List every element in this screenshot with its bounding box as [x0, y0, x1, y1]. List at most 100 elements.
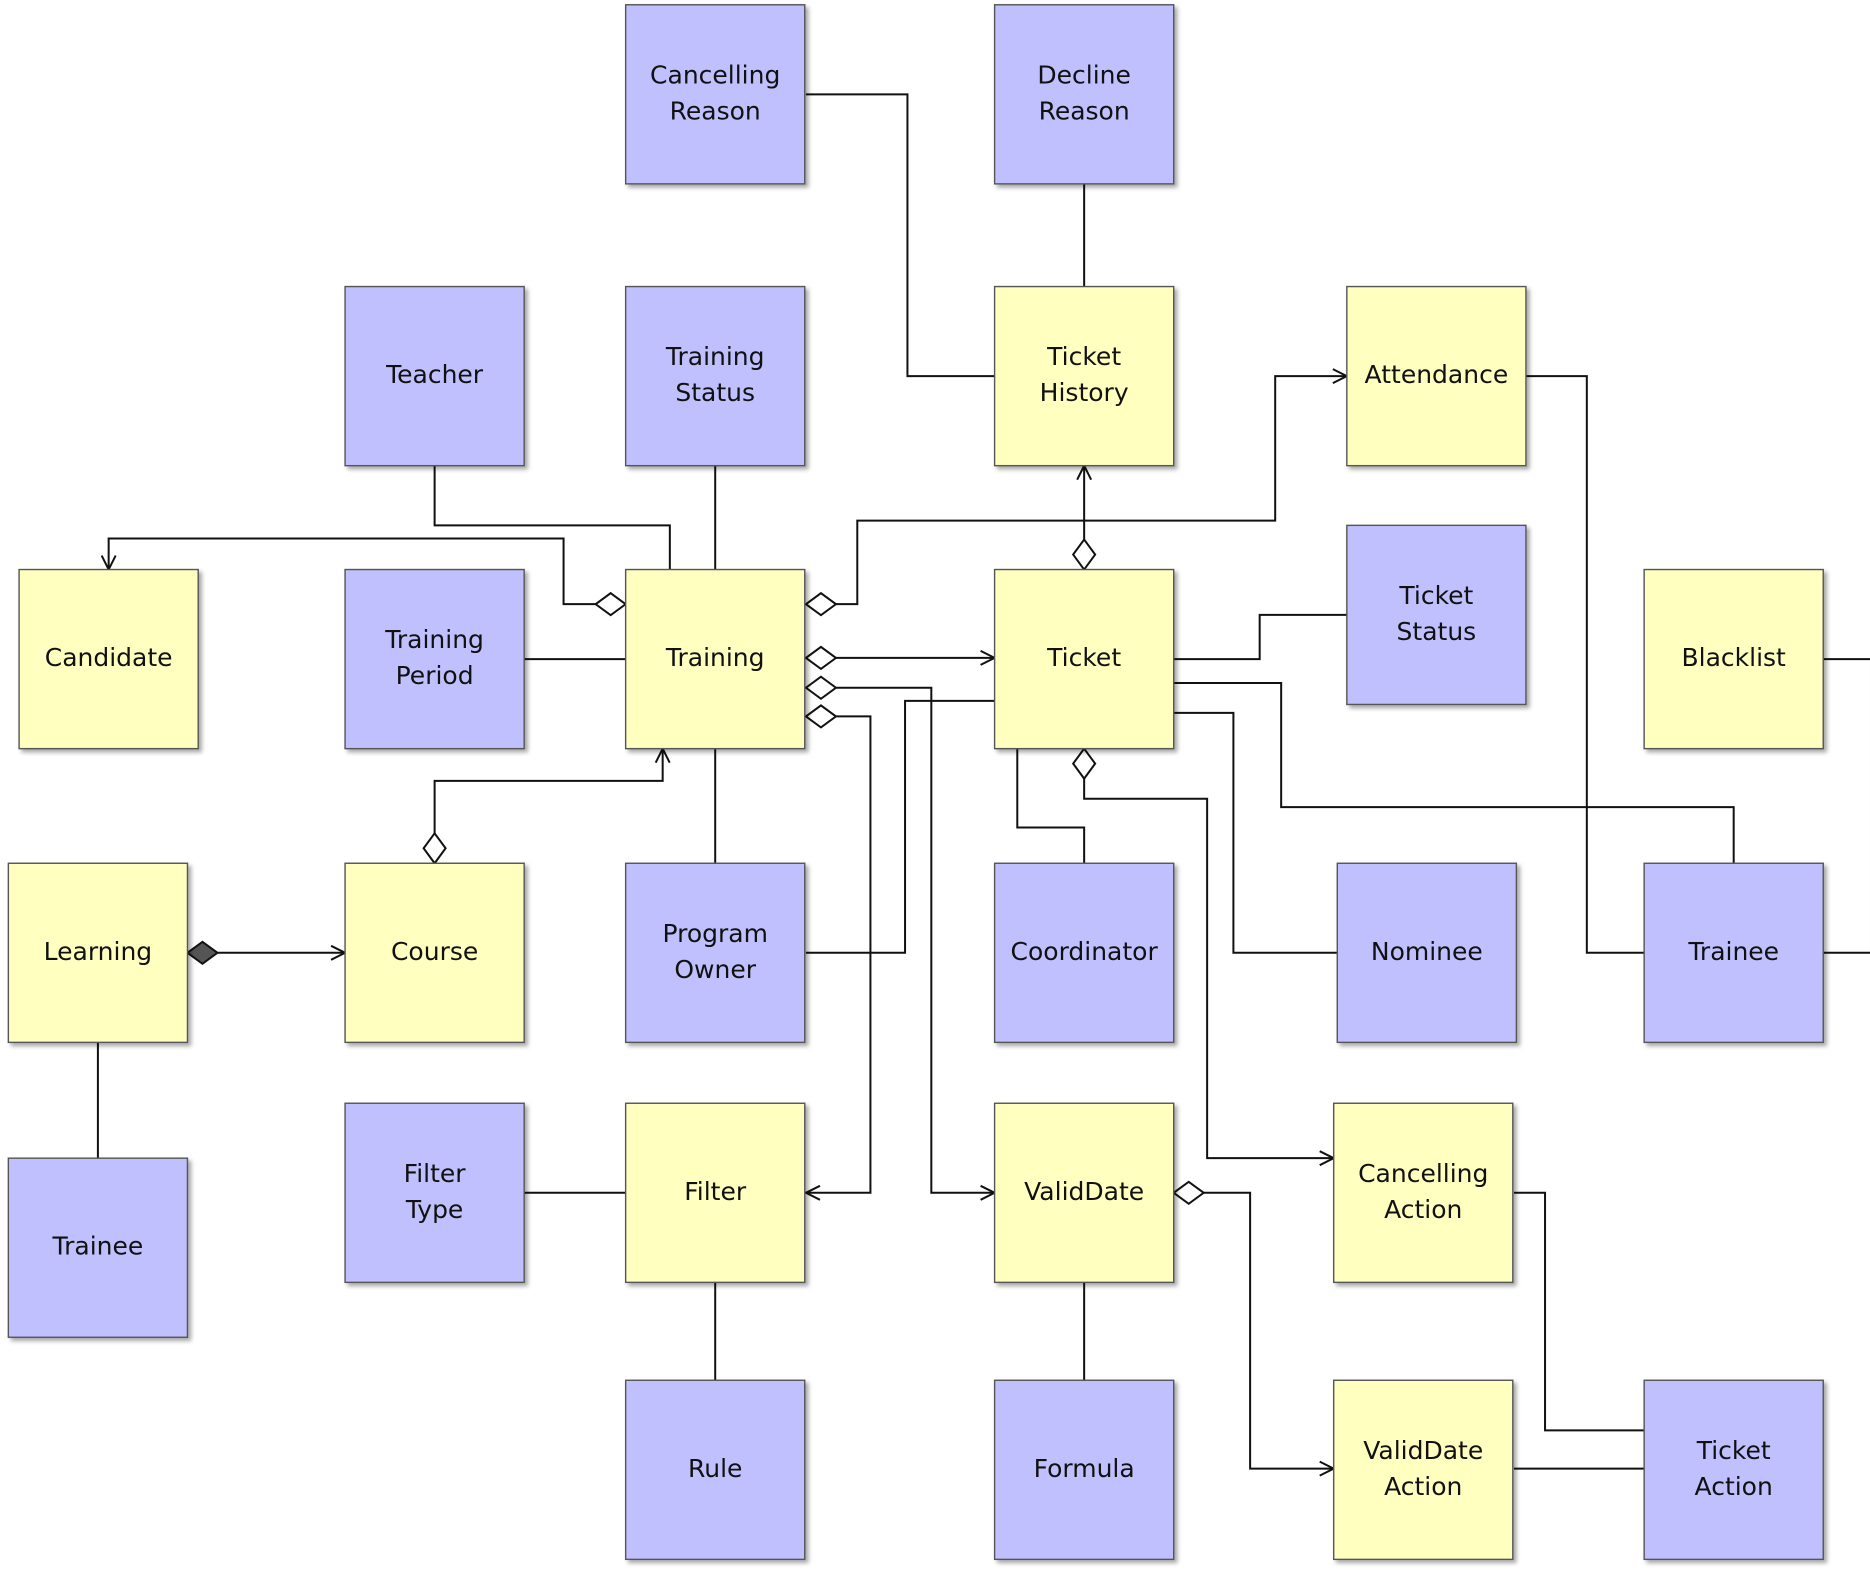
class-box-filter[interactable]: Filter	[624, 1102, 806, 1284]
edge-training-candidate	[100, 537, 628, 617]
class-box-training-status-shape	[624, 285, 806, 467]
class-label-course: Course	[391, 937, 478, 966]
edge-teacher-training-line	[433, 465, 671, 570]
class-box-ticket-status-shape	[1346, 524, 1527, 706]
class-label-filter-type-line-2: Type	[405, 1195, 463, 1224]
class-box-course[interactable]: Course	[344, 862, 525, 1044]
edge-ticket-ticket-history	[1071, 463, 1097, 572]
class-label-filter: Filter	[684, 1177, 747, 1206]
class-box-nominee-shape	[1336, 862, 1518, 1044]
edge-attendance-trainee	[1525, 375, 1645, 954]
class-label-ticket-status-line-1: Ticket	[1398, 581, 1473, 610]
class-box-formula[interactable]: Formula	[993, 1379, 1175, 1561]
class-label-training-status-line-2: Status	[675, 378, 755, 407]
class-box-cancelling-action-shape	[1332, 1102, 1514, 1284]
edge-training-filter-aggregation-diamond	[804, 704, 838, 729]
class-label-ticket: Ticket	[1046, 643, 1121, 672]
class-box-blacklist[interactable]: Blacklist	[1643, 568, 1824, 750]
edge-training-ticket-aggregation-diamond	[804, 645, 838, 671]
class-label-formula: Formula	[1034, 1454, 1135, 1483]
class-box-candidate-shape	[18, 568, 199, 750]
edge-training-attendance-aggregation-diamond	[804, 591, 838, 617]
edge-validdate-validdate-action-aggregation-diamond	[1172, 1180, 1206, 1206]
edge-ticket-nominee-line	[1173, 711, 1338, 954]
class-box-coordinator-shape	[993, 862, 1175, 1044]
edge-training-filter-line	[805, 715, 872, 1194]
class-box-trainee-left[interactable]: Trainee	[7, 1157, 189, 1338]
class-box-ticket-action-shape	[1643, 1379, 1824, 1561]
edge-training-candidate-aggregation-diamond	[593, 591, 628, 617]
class-label-ticket-history-line-2: History	[1040, 378, 1129, 407]
class-box-rule[interactable]: Rule	[624, 1379, 806, 1561]
class-box-attendance[interactable]: Attendance	[1346, 285, 1527, 467]
class-label-rule: Rule	[688, 1454, 742, 1483]
class-box-trainee-left-shape	[7, 1157, 189, 1338]
edge-teacher-training	[433, 465, 671, 570]
class-label-ticket-history-line-1: Ticket	[1046, 342, 1121, 371]
class-box-training[interactable]: Training	[624, 568, 806, 750]
class-box-cancelling-reason-shape	[624, 4, 806, 185]
edge-training-attendance-line	[835, 375, 1347, 606]
edge-ticket-ticket-status-line	[1173, 613, 1347, 661]
class-box-candidate[interactable]: Candidate	[18, 568, 199, 750]
class-label-cancelling-action-line-1: Cancelling	[1358, 1159, 1488, 1188]
class-label-coordinator: Coordinator	[1011, 937, 1159, 966]
class-label-candidate: Candidate	[45, 643, 173, 672]
class-label-validdate-action-line-2: Action	[1384, 1472, 1462, 1501]
class-label-ticket-status-line-2: Status	[1397, 617, 1477, 646]
class-box-ticket-history-shape	[993, 285, 1175, 467]
class-label-program-owner-line-1: Program	[662, 919, 767, 948]
edge-training-validdate	[804, 675, 997, 1201]
class-box-ticket[interactable]: Ticket	[993, 568, 1175, 750]
edge-blacklist-trainee-line	[1823, 658, 1870, 954]
class-label-cancelling-action-line-2: Action	[1384, 1195, 1462, 1224]
edge-training-candidate-line	[107, 537, 596, 606]
class-box-trainee-right-shape	[1643, 862, 1824, 1044]
edge-cancelling-reason-ticket-history-line	[805, 93, 995, 378]
class-box-validdate[interactable]: ValidDate	[993, 1102, 1175, 1284]
class-box-teacher-shape	[344, 285, 525, 467]
edge-program-owner-ticket-line	[805, 699, 995, 954]
class-label-attendance: Attendance	[1365, 360, 1509, 389]
class-label-teacher: Teacher	[385, 360, 484, 389]
edge-training-validdate-line	[835, 686, 995, 1194]
edge-course-training-aggregation-diamond	[422, 831, 447, 865]
class-label-validdate: ValidDate	[1024, 1177, 1144, 1206]
class-label-blacklist: Blacklist	[1682, 643, 1787, 672]
class-box-nominee[interactable]: Nominee	[1336, 862, 1518, 1044]
class-box-coordinator[interactable]: Coordinator	[993, 862, 1175, 1044]
edge-validdate-validdate-action	[1172, 1180, 1336, 1477]
class-box-attendance-shape	[1346, 285, 1527, 467]
class-box-learning[interactable]: Learning	[7, 862, 189, 1044]
class-box-training-period-shape	[344, 568, 525, 750]
class-box-filter-shape	[624, 1102, 806, 1284]
class-box-teacher[interactable]: Teacher	[344, 285, 525, 467]
class-label-decline-reason-line-2: Reason	[1039, 96, 1130, 125]
class-box-trainee-right[interactable]: Trainee	[1643, 862, 1824, 1044]
class-label-cancelling-reason-line-1: Cancelling	[650, 60, 780, 89]
edge-training-filter	[803, 704, 872, 1201]
class-label-filter-type-line-1: Filter	[404, 1159, 467, 1188]
class-label-training: Training	[665, 643, 765, 672]
class-label-program-owner-line-2: Owner	[674, 955, 756, 984]
class-label-learning: Learning	[44, 937, 153, 966]
classes-layer: CancellingReasonDeclineReasonTeacherTrai…	[7, 4, 1824, 1561]
edge-course-training	[422, 746, 671, 865]
edge-learning-course	[185, 940, 348, 966]
edge-training-ticket	[804, 645, 997, 671]
class-box-training-shape	[624, 568, 806, 750]
edge-blacklist-trainee	[1823, 658, 1870, 954]
edge-training-validdate-aggregation-diamond	[804, 675, 838, 700]
